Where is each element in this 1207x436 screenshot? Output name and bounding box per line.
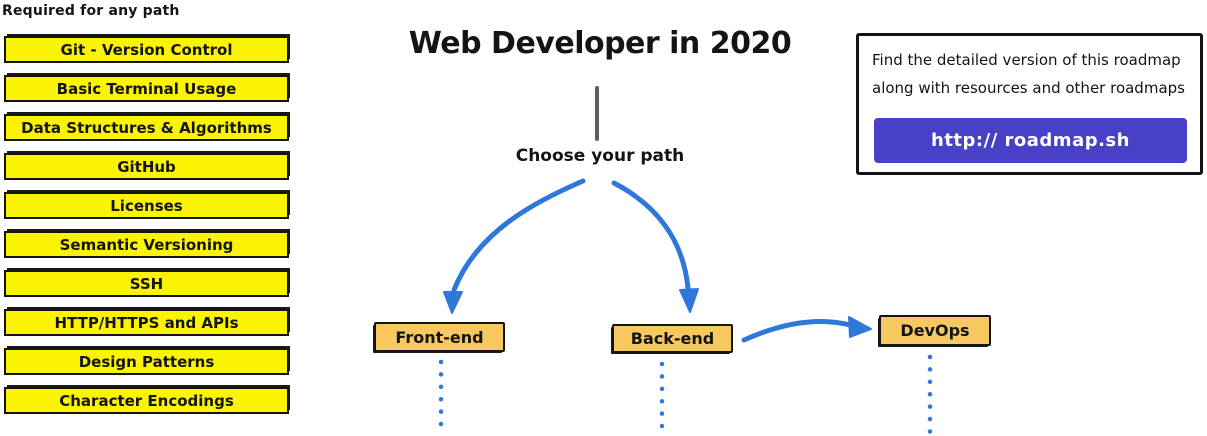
required-path-heading: Required for any path — [2, 3, 180, 19]
required-topic-box[interactable]: Data Structures & Algorithms — [4, 114, 289, 141]
arrow-backend-to-devops — [741, 319, 853, 343]
page-title: Web Developer in 2020 — [408, 26, 792, 61]
topic-frontend[interactable]: Front-end — [374, 322, 505, 352]
roadmap-url-button[interactable]: http:// roadmap.sh — [874, 118, 1187, 163]
required-topic-box[interactable]: Character Encodings — [4, 387, 289, 414]
info-text-line1: Find the detailed version of this roadma… — [872, 51, 1181, 69]
required-topic-box[interactable]: Basic Terminal Usage — [4, 75, 289, 102]
title-connector-line — [595, 86, 599, 141]
topic-devops[interactable]: DevOps — [879, 315, 991, 346]
required-topic-box[interactable]: HTTP/HTTPS and APIs — [4, 309, 289, 336]
arrow-to-frontend — [451, 178, 586, 293]
roadmap-info-box: Find the detailed version of this roadma… — [856, 33, 1203, 175]
info-text-line2: along with resources and other roadmaps — [872, 79, 1185, 97]
choose-path-label: Choose your path — [515, 146, 685, 166]
arrowhead-backend — [679, 288, 699, 313]
required-topic-box[interactable]: Design Patterns — [4, 348, 289, 375]
required-topic-box[interactable]: Licenses — [4, 192, 289, 219]
required-topic-box[interactable]: Semantic Versioning — [4, 231, 289, 258]
topic-backend[interactable]: Back-end — [612, 324, 733, 353]
arrow-to-backend — [611, 180, 691, 291]
arrowhead-frontend — [443, 291, 463, 314]
required-topic-box[interactable]: GitHub — [4, 153, 289, 180]
arrowhead-devops — [848, 316, 872, 338]
required-topic-box[interactable]: Git - Version Control — [4, 36, 289, 63]
required-topic-box[interactable]: SSH — [4, 270, 289, 297]
